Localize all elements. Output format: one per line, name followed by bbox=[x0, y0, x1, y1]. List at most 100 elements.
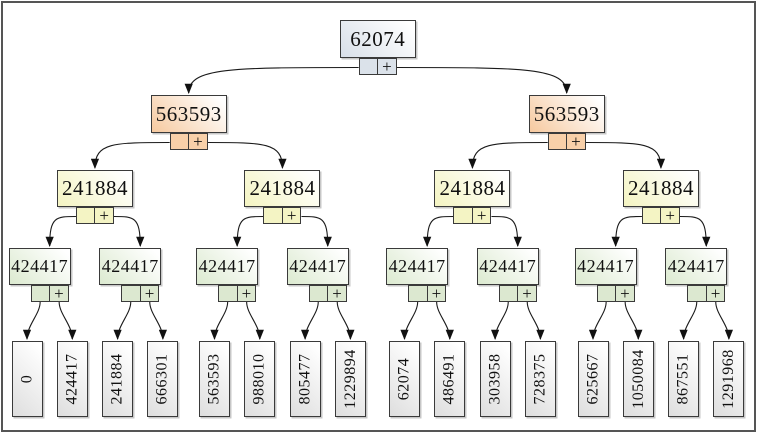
leaf-value-label: 1291968 bbox=[719, 349, 737, 409]
op-port-cell bbox=[219, 286, 237, 301]
plus-operator-cell[interactable]: + bbox=[660, 207, 679, 224]
tree-node-value-L3-1: 424417 bbox=[99, 248, 162, 285]
leaf-value-label: 666301 bbox=[153, 353, 171, 405]
tree-node-value-L2-3: 241884 bbox=[622, 170, 699, 207]
tree-edge bbox=[624, 301, 643, 341]
leaf-value-label: 303958 bbox=[486, 353, 504, 405]
plus-operator-cell[interactable]: + bbox=[566, 133, 585, 150]
plus-operator-cell[interactable]: + bbox=[94, 207, 113, 224]
reduce-op-box-L3-7: + bbox=[687, 285, 726, 302]
tree-node-value-L2-0: 241884 bbox=[56, 170, 133, 207]
leaf-value-label: 0 bbox=[18, 374, 35, 384]
leaf-value-label: 805477 bbox=[296, 353, 314, 405]
plus-operator-cell[interactable]: + bbox=[615, 285, 634, 302]
reduce-op-box-L3-4: + bbox=[408, 285, 447, 302]
op-port-cell bbox=[500, 286, 518, 301]
leaf-node-1: 424417 bbox=[56, 341, 88, 417]
reduce-op-box-L1-0: + bbox=[169, 133, 208, 150]
tree-edge bbox=[679, 301, 698, 341]
leaf-node-13: 1050084 bbox=[622, 341, 654, 417]
leaf-node-6: 805477 bbox=[289, 341, 321, 417]
leaf-value-label: 1229894 bbox=[341, 349, 359, 409]
op-port-cell bbox=[360, 59, 378, 74]
tree-edge bbox=[588, 301, 607, 341]
plus-operator-cell[interactable]: + bbox=[471, 207, 491, 224]
tree-node-value-L3-3: 424417 bbox=[286, 248, 349, 285]
tree-edge bbox=[210, 301, 229, 341]
op-port-cell bbox=[598, 286, 616, 301]
leaf-value-label: 988010 bbox=[250, 353, 268, 405]
op-port-cell bbox=[409, 286, 427, 301]
tree-edge bbox=[715, 301, 734, 341]
plus-operator-cell[interactable]: + bbox=[281, 207, 301, 224]
tree-edge bbox=[611, 215, 642, 248]
reduce-op-box-L3-6: + bbox=[596, 285, 635, 302]
op-port-cell bbox=[688, 286, 706, 301]
plus-operator-cell[interactable]: + bbox=[188, 133, 207, 150]
leaf-node-12: 625667 bbox=[577, 341, 609, 417]
plus-operator-cell[interactable]: + bbox=[236, 285, 256, 302]
leaf-node-3: 666301 bbox=[147, 341, 179, 417]
tree-node-value-L3-0: 424417 bbox=[8, 248, 71, 285]
plus-operator-cell[interactable]: + bbox=[426, 285, 446, 302]
tree-node-value-L3-2: 424417 bbox=[196, 248, 259, 285]
reduce-op-box-L3-2: + bbox=[218, 285, 257, 302]
reduce-op-box-L2-3: + bbox=[641, 207, 680, 224]
leaf-node-14: 867551 bbox=[668, 341, 700, 417]
leaf-value-label: 62074 bbox=[395, 357, 413, 401]
tree-node-value-L2-2: 241884 bbox=[434, 170, 511, 207]
leaf-node-11: 728375 bbox=[524, 341, 556, 417]
tree-node-value-L3-4: 424417 bbox=[386, 248, 449, 285]
tree-edge bbox=[336, 301, 355, 341]
tree-edge bbox=[45, 215, 76, 248]
tree-node-value-L1-1: 563593 bbox=[528, 95, 605, 133]
tree-node-value-L2-1: 241884 bbox=[244, 170, 321, 207]
edge-group bbox=[22, 66, 734, 341]
reduce-op-box-L3-0: + bbox=[30, 285, 69, 302]
leaf-value-label: 625667 bbox=[584, 353, 601, 405]
leaf-node-7: 1229894 bbox=[334, 341, 366, 417]
tree-node-value-L3-7: 424417 bbox=[665, 248, 728, 285]
op-port-cell bbox=[264, 208, 282, 223]
leaf-value-label: 424417 bbox=[63, 353, 81, 405]
plus-operator-cell[interactable]: + bbox=[377, 58, 396, 75]
tree-edge bbox=[22, 301, 41, 341]
tree-edge bbox=[396, 66, 571, 95]
tree-edge bbox=[149, 301, 168, 341]
tree-edge bbox=[423, 215, 454, 248]
leaf-node-8: 62074 bbox=[389, 341, 420, 417]
plus-operator-cell[interactable]: + bbox=[49, 285, 68, 302]
leaf-node-15: 1291968 bbox=[713, 341, 745, 417]
tree-edge bbox=[468, 141, 548, 170]
reduce-op-box-L0-0: + bbox=[358, 58, 397, 75]
tree-edge bbox=[113, 301, 132, 341]
op-port-cell bbox=[643, 208, 661, 223]
leaf-node-4: 563593 bbox=[199, 341, 230, 417]
tree-edge bbox=[400, 301, 419, 341]
leaf-value-label: 1050084 bbox=[629, 349, 647, 409]
reduce-op-box-L1-1: + bbox=[547, 133, 586, 150]
tree-edge bbox=[490, 301, 509, 341]
root-node-value-L0-0: 62074 bbox=[339, 20, 416, 58]
tree-edge bbox=[207, 141, 287, 170]
plus-operator-cell[interactable]: + bbox=[139, 285, 159, 302]
tree-node-value-L3-5: 424417 bbox=[476, 248, 539, 285]
tree-edge bbox=[113, 215, 145, 248]
plus-operator-cell[interactable]: + bbox=[517, 285, 536, 302]
leaf-node-0: 0 bbox=[11, 341, 43, 417]
leaf-value-label: 486491 bbox=[440, 353, 458, 405]
tree-node-value-L3-6: 424417 bbox=[574, 248, 637, 285]
leaf-value-label: 563593 bbox=[205, 353, 223, 405]
tree-edge bbox=[184, 66, 359, 95]
leaf-node-9: 486491 bbox=[434, 341, 466, 417]
plus-operator-cell[interactable]: + bbox=[327, 285, 346, 302]
plus-operator-cell[interactable]: + bbox=[705, 285, 725, 302]
op-port-cell bbox=[171, 134, 189, 149]
op-port-cell bbox=[454, 208, 472, 223]
tree-edge bbox=[491, 215, 522, 248]
leaf-value-label: 728375 bbox=[531, 353, 549, 405]
op-port-cell bbox=[549, 134, 567, 149]
op-port-cell bbox=[122, 286, 140, 301]
leaf-node-10: 303958 bbox=[479, 341, 511, 417]
